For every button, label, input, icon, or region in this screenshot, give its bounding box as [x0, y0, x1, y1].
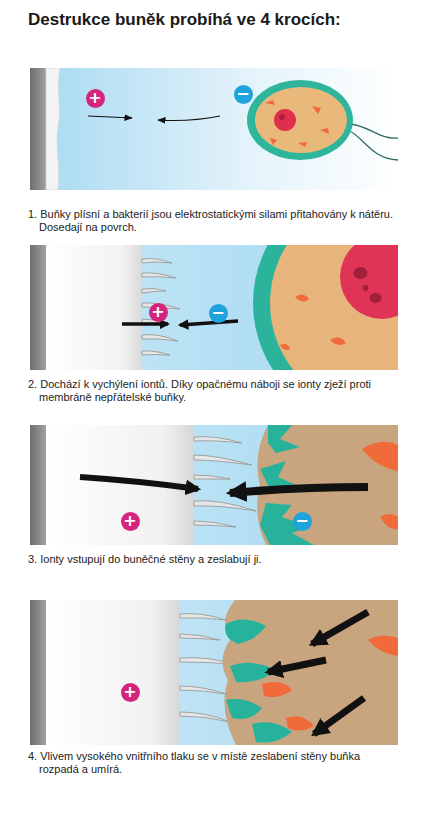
force-arrow — [122, 322, 168, 326]
cell-nucleus — [340, 245, 398, 319]
charge-symbol: + — [86, 89, 105, 108]
cell-nucleus — [274, 109, 296, 131]
pressure-arrow — [268, 660, 326, 672]
ion-spikes — [194, 437, 256, 527]
ion-spikes — [142, 259, 180, 356]
force-arrow — [80, 477, 198, 489]
wall — [30, 425, 46, 545]
charge-symbol: − — [293, 512, 312, 531]
charge-symbol: − — [209, 304, 228, 323]
coating — [46, 600, 180, 745]
wall — [30, 68, 46, 190]
coating — [46, 245, 142, 370]
force-arrow — [88, 116, 132, 118]
step-illustration — [30, 600, 398, 745]
wall — [30, 245, 46, 370]
nucleus-spot — [279, 114, 285, 120]
cell-body — [255, 87, 347, 153]
step-illustration — [30, 68, 398, 190]
flagellum — [348, 124, 398, 160]
charge-symbol: + — [121, 683, 140, 702]
cell-body — [270, 245, 398, 370]
cell-body — [222, 600, 398, 745]
diagram-title: Destrukce buněk probíhá ve 4 krocích: — [28, 10, 418, 30]
charge-symbol: + — [121, 512, 140, 531]
force-arrow — [180, 321, 238, 325]
coating — [46, 68, 60, 190]
charge-symbol: − — [234, 85, 253, 104]
cell-membrane — [247, 80, 353, 160]
charge-symbol: + — [149, 303, 168, 322]
organelle — [265, 100, 329, 147]
wall — [30, 600, 46, 745]
step-caption: 1. Buňky plísní a bakterií jsou elektros… — [28, 208, 400, 234]
force-arrow — [230, 487, 368, 493]
step-caption: 3. Ionty vstupují do buněčné stěny a zes… — [28, 553, 400, 566]
step-panel: 3. Ionty vstupují do buněčné stěny a zes… — [28, 425, 400, 585]
step-panel: 2. Dochází k vychýlení iontů. Díky opačn… — [28, 245, 400, 410]
organelle — [280, 294, 346, 349]
background — [30, 425, 398, 545]
step-caption: 4. Vlivem vysokého vnitřního tlaku se v … — [28, 750, 400, 776]
cell-membrane — [253, 245, 398, 370]
pressure-arrow — [312, 612, 368, 644]
background — [30, 600, 398, 745]
organelle — [262, 635, 398, 730]
pressure-arrow — [314, 698, 364, 734]
force-arrow — [158, 116, 220, 121]
nucleus-spot — [354, 267, 382, 303]
step-caption: 2. Dochází k vychýlení iontů. Díky opačn… — [28, 378, 400, 404]
step-illustration — [30, 425, 398, 545]
membrane-fragment — [225, 619, 292, 742]
background — [30, 68, 398, 190]
step-panel: 1. Buňky plísní a bakterií jsou elektros… — [28, 68, 400, 240]
step-panel: 4. Vlivem vysokého vnitřního tlaku se v … — [28, 600, 400, 790]
